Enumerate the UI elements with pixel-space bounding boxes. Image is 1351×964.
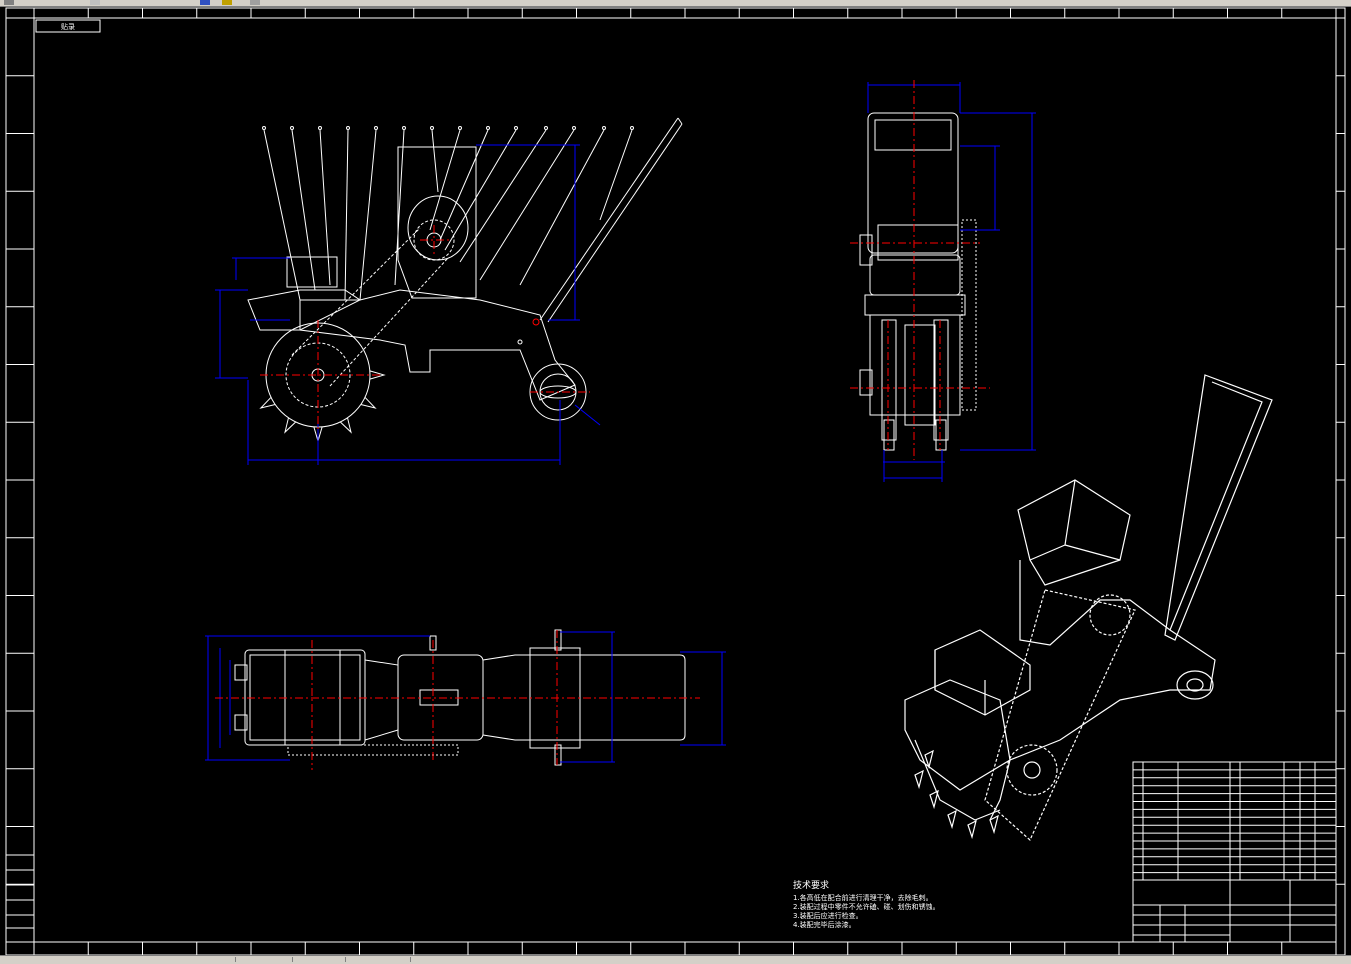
side-chain [961, 219, 977, 411]
status-segment[interactable] [293, 957, 346, 962]
side-centerlines [850, 80, 990, 460]
top-dimensions [205, 631, 726, 763]
status-segment[interactable] [346, 957, 411, 962]
front-centerlines [260, 225, 590, 432]
title-block [1132, 879, 1337, 943]
iso-handle [1164, 374, 1273, 641]
toolbar-icon[interactable] [90, 0, 100, 5]
side-dimensions [867, 82, 1036, 482]
toolbar-icon[interactable] [200, 0, 210, 5]
cad-drawing-canvas[interactable]: 贴录 [0, 6, 1351, 955]
sheet-frame [5, 7, 1346, 955]
sheet-tag-box [35, 19, 101, 33]
status-bar [0, 955, 1351, 964]
isometric-view [904, 374, 1273, 841]
sheet-tag: 贴录 [61, 22, 75, 31]
iso-hopper [1017, 479, 1131, 586]
toolbar-icon[interactable] [250, 0, 260, 5]
tech-req-line-4: 4.装配完毕后涂漆。 [793, 920, 856, 929]
top-centerlines [215, 630, 700, 770]
front-box [286, 256, 338, 288]
iso-chain [984, 589, 1136, 841]
front-wheel-spikes [259, 370, 386, 443]
tech-req-line-2: 2.装配过程中零件不允许磕、碰、划伤和锈蚀。 [793, 902, 940, 911]
toolbar-icon[interactable] [222, 0, 232, 5]
toolbar-icon[interactable] [4, 0, 14, 5]
front-dimensions [215, 144, 601, 465]
part-leaders [262, 126, 634, 301]
front-bracket [247, 289, 361, 331]
tech-req-title: 技术要求 [793, 879, 829, 891]
front-hopper [397, 146, 477, 299]
status-segment[interactable] [0, 957, 236, 962]
top-chain [287, 744, 459, 756]
top-toolbar [0, 0, 1351, 7]
front-view [247, 117, 683, 443]
side-hopper [867, 112, 959, 254]
revision-boxes [5, 854, 35, 943]
front-chain [291, 227, 421, 356]
tech-req-line-3: 3.装配后应进行检查。 [793, 911, 863, 920]
parts-list-table [1132, 761, 1337, 881]
side-view [859, 112, 977, 451]
status-segment[interactable] [236, 957, 293, 962]
front-frame [299, 289, 576, 401]
iso-box [934, 629, 1031, 716]
tech-req-line-1: 1.各高低在配合前进行清理干净，去除毛刺。 [793, 893, 933, 902]
